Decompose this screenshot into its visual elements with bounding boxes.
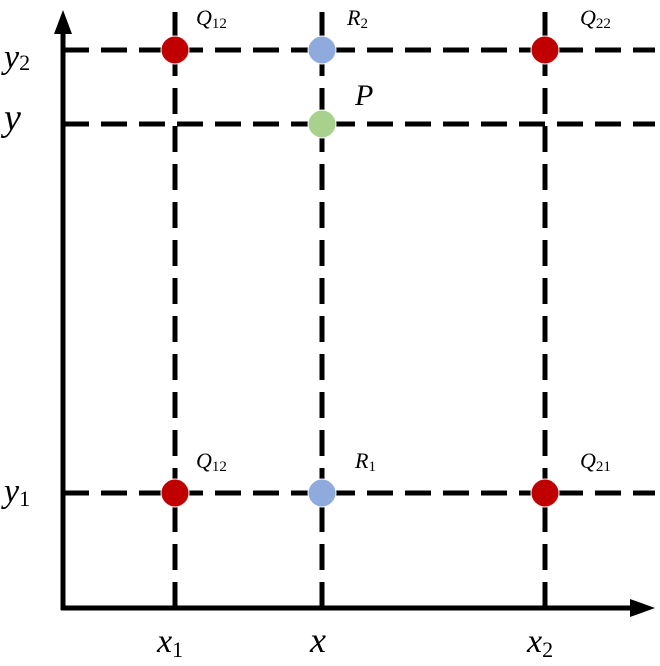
label-q12-top: Q12 [196,5,227,32]
y-axis-arrow [54,10,72,34]
point-r1 [307,478,337,508]
tick-y: y [0,97,21,139]
point-q21 [530,478,560,508]
label-q12-bottom: Q12 [196,448,227,475]
tick-x: x [309,620,326,660]
point-q12-bottom [160,478,190,508]
label-p: P [354,79,373,112]
tick-y1: y1 [1,473,30,511]
label-q21: Q21 [580,448,611,475]
label-r1: R1 [354,448,376,475]
tick-y2: y2 [1,39,30,76]
x-axis-arrow [630,599,655,617]
point-r2 [307,35,337,65]
label-q22: Q22 [580,5,611,32]
label-r2: R2 [346,5,368,32]
point-p [307,109,337,139]
tick-x1: x1 [156,623,183,662]
point-q12-top [160,35,190,65]
point-q22 [530,35,560,65]
tick-x2: x2 [526,623,553,662]
